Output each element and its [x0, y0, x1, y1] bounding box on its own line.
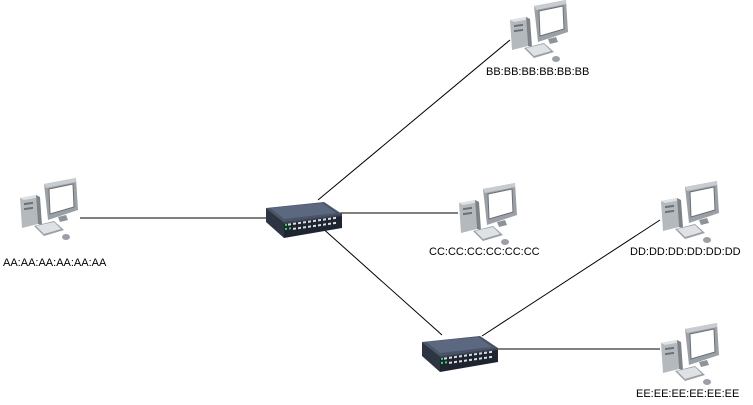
host-a-mac-label: AA:AA:AA:AA:AA:AA [3, 257, 107, 269]
switch-2[interactable] [420, 334, 502, 376]
desktop-computer-icon [508, 0, 570, 64]
host-d[interactable] [659, 181, 721, 245]
host-b-mac-label: BB:BB:BB:BB:BB:BB [486, 66, 590, 78]
desktop-computer-icon [18, 178, 80, 242]
network-switch-icon [264, 200, 346, 242]
host-c[interactable] [457, 183, 519, 247]
link-switch-1-host-b [317, 39, 511, 201]
host-c-mac-label: CC:CC:CC:CC:CC:CC [429, 246, 540, 258]
host-d-mac-label: DD:DD:DD:DD:DD:DD [630, 246, 741, 258]
switch-1[interactable] [264, 200, 346, 242]
link-switch-1-switch-2 [319, 225, 443, 336]
link-switch-2-host-d [481, 219, 661, 337]
desktop-computer-icon [659, 323, 721, 387]
desktop-computer-icon [659, 181, 721, 245]
network-switch-icon [420, 334, 502, 376]
host-a[interactable] [18, 178, 80, 242]
host-e[interactable] [659, 323, 721, 387]
desktop-computer-icon [457, 183, 519, 247]
host-e-mac-label: EE:EE:EE:EE:EE:EE [636, 388, 740, 400]
host-b[interactable] [508, 0, 570, 64]
